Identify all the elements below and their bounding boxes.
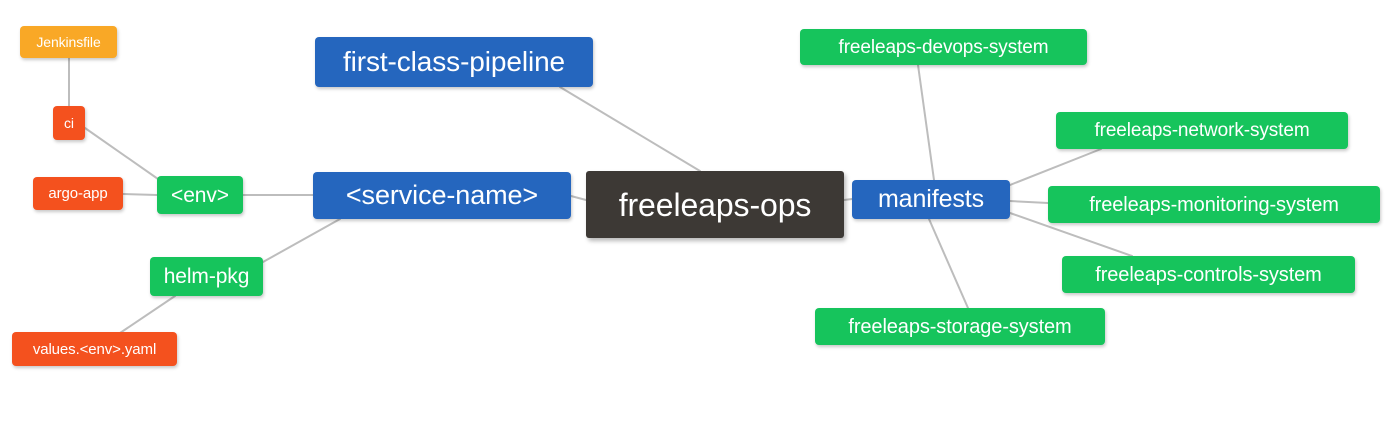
node-manifests[interactable]: manifests (852, 180, 1010, 219)
node-first-class-pipeline[interactable]: first-class-pipeline (315, 37, 593, 87)
edge-helm-pkg-to-values-yaml (119, 295, 176, 334)
node-argo-app[interactable]: argo-app (33, 177, 123, 210)
edge-ci-to-env (84, 127, 159, 180)
edge-manifests-to-freeleaps-devops-system (917, 64, 935, 181)
edge-freeleaps-ops-to-manifests (843, 198, 853, 201)
node-freeleaps-ops[interactable]: freeleaps-ops (586, 171, 844, 238)
node-env[interactable]: <env> (157, 176, 243, 214)
edge-service-name-to-freeleaps-ops (570, 195, 587, 201)
node-service-name[interactable]: <service-name> (313, 172, 571, 219)
node-jenkinsfile[interactable]: Jenkinsfile (20, 26, 117, 58)
node-freeleaps-devops-system[interactable]: freeleaps-devops-system (800, 29, 1087, 65)
node-freeleaps-storage-system[interactable]: freeleaps-storage-system (815, 308, 1105, 345)
node-freeleaps-network-system[interactable]: freeleaps-network-system (1056, 112, 1348, 149)
node-values-yaml[interactable]: values.<env>.yaml (12, 332, 177, 366)
edge-manifests-to-freeleaps-network-system (1009, 148, 1102, 186)
edge-first-class-pipeline-to-freeleaps-ops (559, 86, 701, 172)
node-freeleaps-controls-system[interactable]: freeleaps-controls-system (1062, 256, 1355, 293)
edge-manifests-to-freeleaps-storage-system (928, 218, 969, 309)
node-freeleaps-monitoring-system[interactable]: freeleaps-monitoring-system (1048, 186, 1380, 223)
node-helm-pkg[interactable]: helm-pkg (150, 257, 263, 296)
edge-service-name-to-helm-pkg (262, 218, 341, 263)
edge-argo-app-to-env (122, 193, 158, 196)
edge-manifests-to-freeleaps-monitoring-system (1009, 200, 1049, 204)
node-ci[interactable]: ci (53, 106, 85, 140)
